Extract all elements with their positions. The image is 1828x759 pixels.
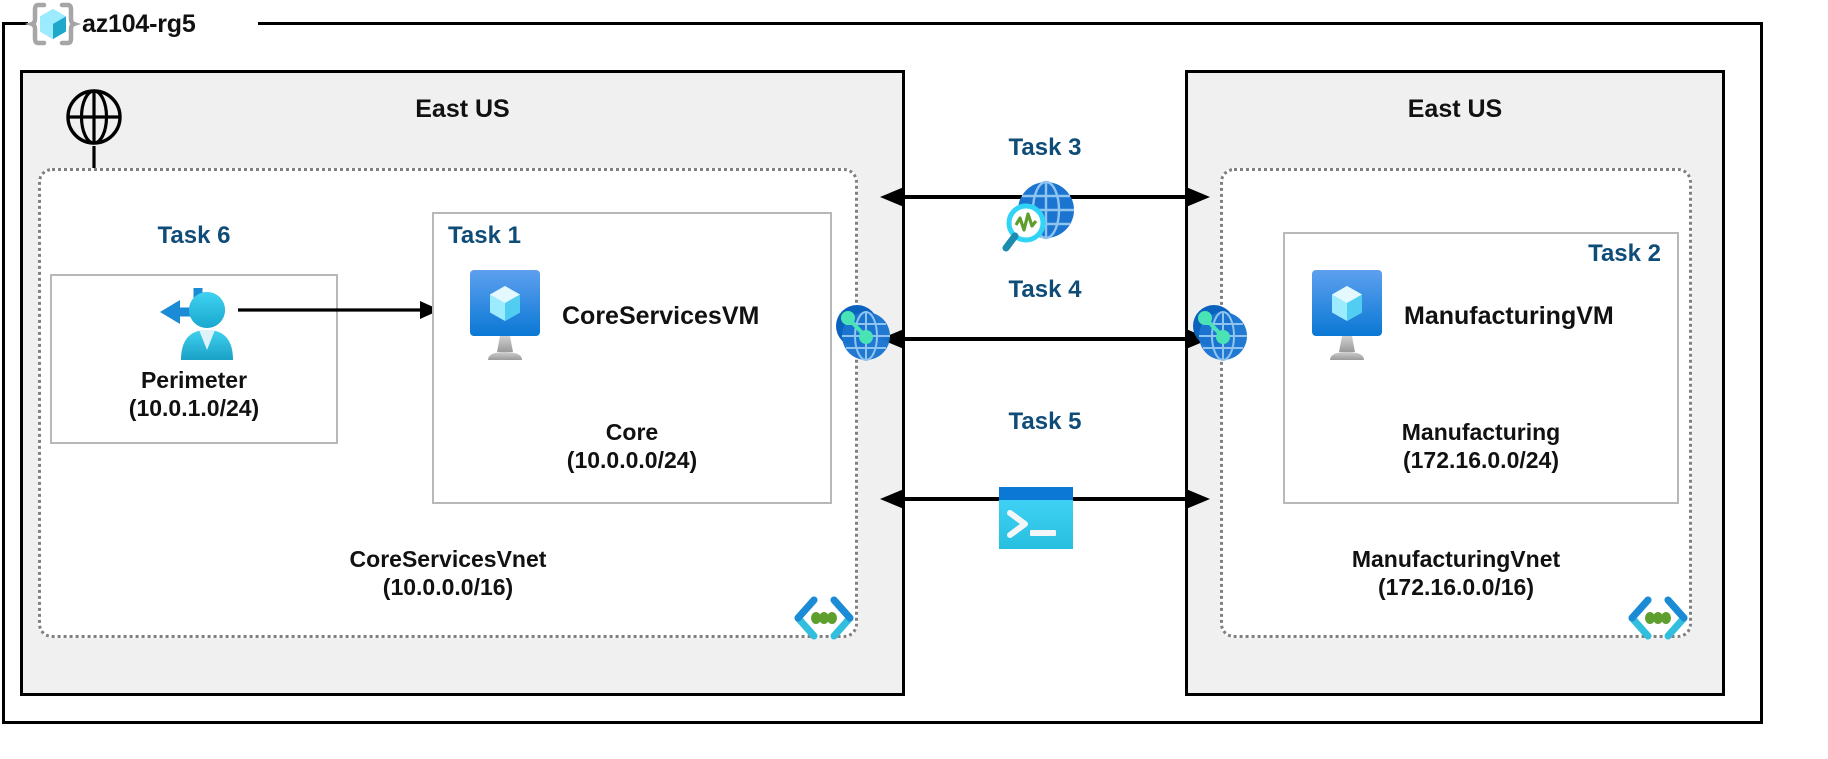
resource-group-title-mask bbox=[28, 0, 258, 46]
vnet-manufacturingvnet-name: ManufacturingVnet bbox=[1351, 546, 1561, 572]
subnet-group-icon bbox=[1627, 592, 1689, 644]
task-label-task1: Task 1 bbox=[448, 222, 521, 249]
subnet-group-icon bbox=[793, 592, 855, 644]
subnet-perimeter-text: Perimeter (10.0.1.0/24) bbox=[50, 366, 338, 422]
region-title-right: East US bbox=[1407, 95, 1503, 123]
resource-group-cube-icon bbox=[24, 2, 82, 46]
subnet-manufacturing-name: Manufacturing bbox=[1401, 419, 1561, 445]
subnet-core-name: Core bbox=[605, 419, 659, 445]
connection-label-task4: Task 4 bbox=[1008, 276, 1082, 303]
resource-group-title: az104-rg5 bbox=[24, 2, 196, 46]
vnet-peering-icon bbox=[833, 302, 895, 364]
subnet-core-cidr: (10.0.0.0/24) bbox=[566, 447, 698, 474]
subnet-manufacturing-cidr: (172.16.0.0/24) bbox=[1402, 447, 1559, 474]
vnet-manufacturingvnet-label: ManufacturingVnet (172.16.0.0/16) bbox=[1220, 545, 1692, 601]
vm-coreservicesvm: CoreServicesVM bbox=[466, 268, 759, 364]
perimeter-to-core-arrow bbox=[238, 301, 440, 319]
subnet-core-text: Core (10.0.0.0/24) bbox=[432, 418, 832, 474]
connection-label-task3: Task 3 bbox=[1008, 134, 1082, 161]
resource-group-frame bbox=[2, 22, 1763, 724]
user-login-icon bbox=[150, 284, 236, 362]
vnet-manufacturingvnet-cidr: (172.16.0.0/16) bbox=[1377, 574, 1534, 601]
task-label-task2: Task 2 bbox=[1588, 240, 1661, 267]
subnet-perimeter-name: Perimeter bbox=[140, 367, 248, 393]
resource-group-name: az104-rg5 bbox=[82, 9, 196, 38]
network-watcher-icon bbox=[1000, 178, 1078, 256]
vm-manufacturingvm: ManufacturingVM bbox=[1308, 268, 1614, 364]
virtual-machine-icon bbox=[1308, 268, 1386, 364]
subnet-perimeter-cidr: (10.0.1.0/24) bbox=[128, 395, 260, 422]
region-title-left: East US bbox=[415, 95, 510, 123]
connection-label-task5: Task 5 bbox=[1008, 408, 1082, 435]
cloud-shell-icon bbox=[999, 487, 1073, 549]
vnet-coreservicesvnet-name: CoreServicesVnet bbox=[349, 546, 547, 572]
virtual-machine-icon bbox=[466, 268, 544, 364]
subnet-manufacturing-text: Manufacturing (172.16.0.0/24) bbox=[1283, 418, 1679, 474]
task4-arrow bbox=[880, 329, 1210, 349]
vnet-coreservicesvnet-cidr: (10.0.0.0/16) bbox=[382, 574, 514, 601]
vm-coreservicesvm-label: CoreServicesVM bbox=[562, 301, 760, 330]
vnet-coreservicesvnet-label: CoreServicesVnet (10.0.0.0/16) bbox=[38, 545, 858, 601]
vm-manufacturingvm-label: ManufacturingVM bbox=[1404, 301, 1614, 330]
vnet-peering-icon bbox=[1190, 302, 1252, 364]
task-label-task6: Task 6 bbox=[157, 222, 231, 249]
globe-icon bbox=[65, 88, 123, 146]
